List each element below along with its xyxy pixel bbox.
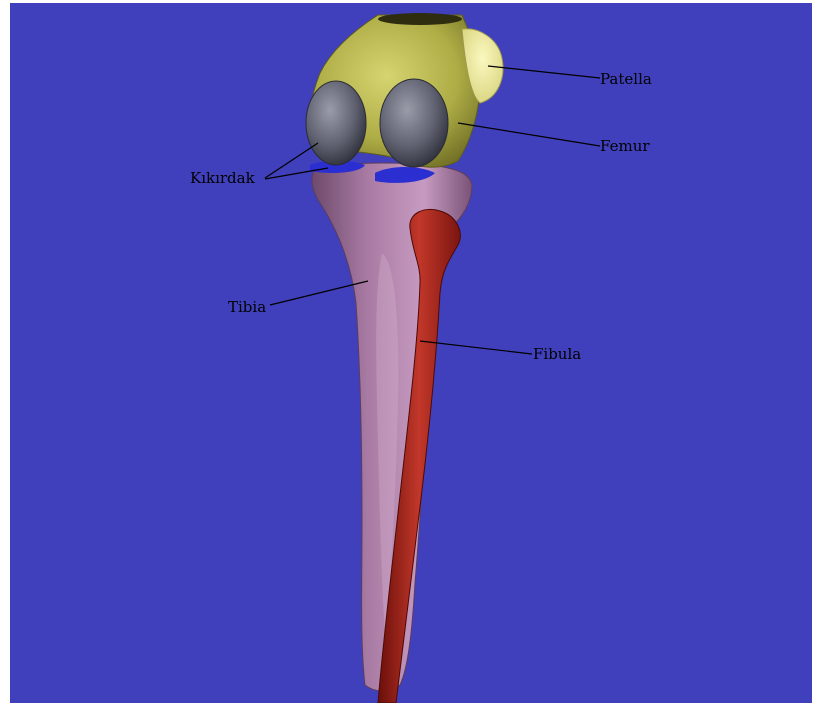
render-viewport: Patella Femur Kıkırdak Tibia Fibula [10, 3, 812, 703]
fibula-leader [420, 341, 532, 354]
patella-leader [488, 66, 600, 78]
label-tibia: Tibia [228, 300, 266, 315]
label-fibula: Fibula [533, 347, 581, 362]
condyle-right [380, 79, 448, 167]
label-patella: Patella [600, 72, 652, 87]
femur-top-cut [378, 13, 462, 25]
kikirdak-leader-upper [265, 143, 318, 178]
femur-leader [458, 123, 600, 146]
condyle-left [306, 81, 366, 165]
label-kikirdak: Kıkırdak [190, 171, 255, 186]
knee-model [10, 3, 812, 703]
label-femur: Femur [600, 139, 650, 154]
tibia-leader [270, 281, 368, 305]
